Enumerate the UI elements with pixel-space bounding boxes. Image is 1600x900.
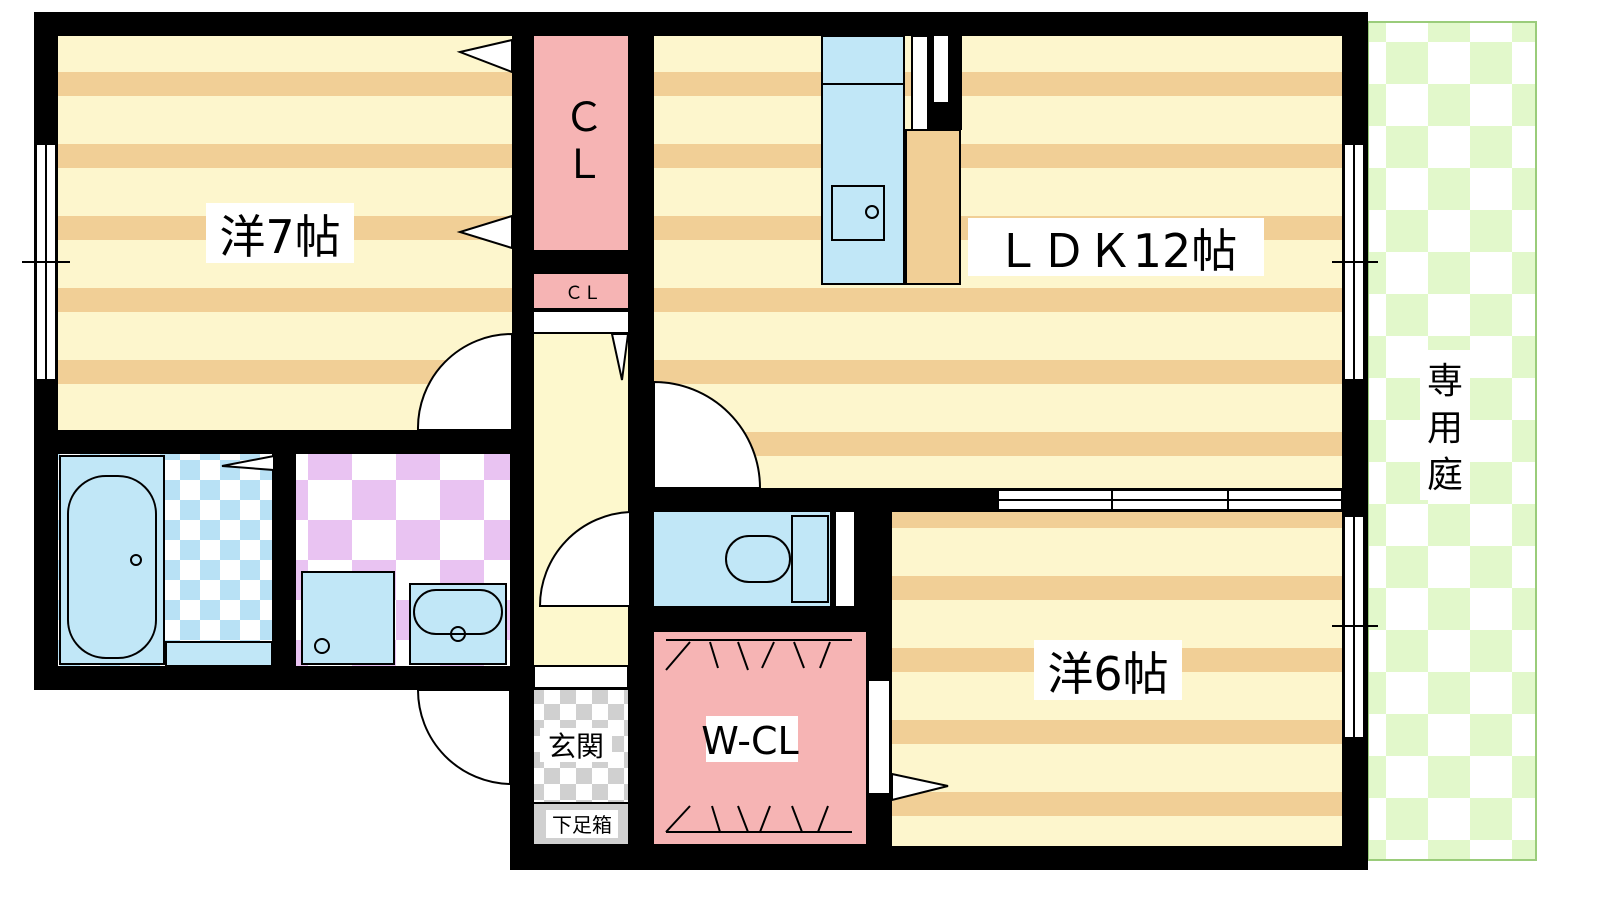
wash-basin [409,583,507,665]
shoe-box-label: 下足箱 [552,813,612,837]
walk-in-closet-label: W-CL [701,719,798,763]
door-closet-lower [456,214,513,250]
door-entrance [416,689,511,786]
entrance: 玄関 下足箱 [534,690,628,844]
garden-label-1: 専 [1427,361,1463,402]
hallway [534,334,628,688]
bathtub-drain [130,554,142,566]
room-western-7: 洋7帖 [58,36,512,430]
closet-main-label-1: Ｃ [564,95,604,141]
room-western-7-label: 洋7帖 [219,210,340,264]
toilet-room [654,512,854,606]
entrance-label: 玄関 [548,730,604,763]
walk-in-closet: W-CL [654,632,866,844]
windows [22,143,1378,795]
door-bath [221,454,275,472]
garden-label-3: 庭 [1427,455,1463,496]
garden-label-2: 用 [1427,408,1463,449]
door-small-closet [610,333,630,381]
room-ldk-label: ＬＤＫ12帖 [995,224,1238,278]
door-wcl [891,772,949,802]
private-garden: 専 用 庭 [1367,21,1537,861]
door-closet-upper [456,38,513,74]
sink-drain [865,205,879,219]
door-frame-entrance-top [533,665,629,689]
door-swings [221,38,949,802]
door-toilet [538,510,631,607]
room-ldk: ＬＤＫ12帖 [654,35,1342,488]
closet-main-label-2: Ｌ [564,142,604,188]
washing-machine [301,571,395,665]
kitchen-sink-counter [821,35,905,285]
kitchen-counter [905,129,961,285]
door-western7 [416,332,513,431]
closet-small: ＣＬ [534,274,628,332]
door-ldk [653,380,762,489]
door-frame-wcl [867,679,891,795]
closet-main: Ｃ Ｌ [534,36,628,250]
kitchen-sink [831,185,885,241]
room-western-6-label: 洋6帖 [1047,647,1168,701]
washroom [296,454,510,666]
closet-small-label: ＣＬ [565,283,601,304]
room-western-6: 洋6帖 [892,512,1342,846]
bathtub [59,455,165,665]
toilet-bowl [725,535,791,583]
bathroom [58,454,273,667]
